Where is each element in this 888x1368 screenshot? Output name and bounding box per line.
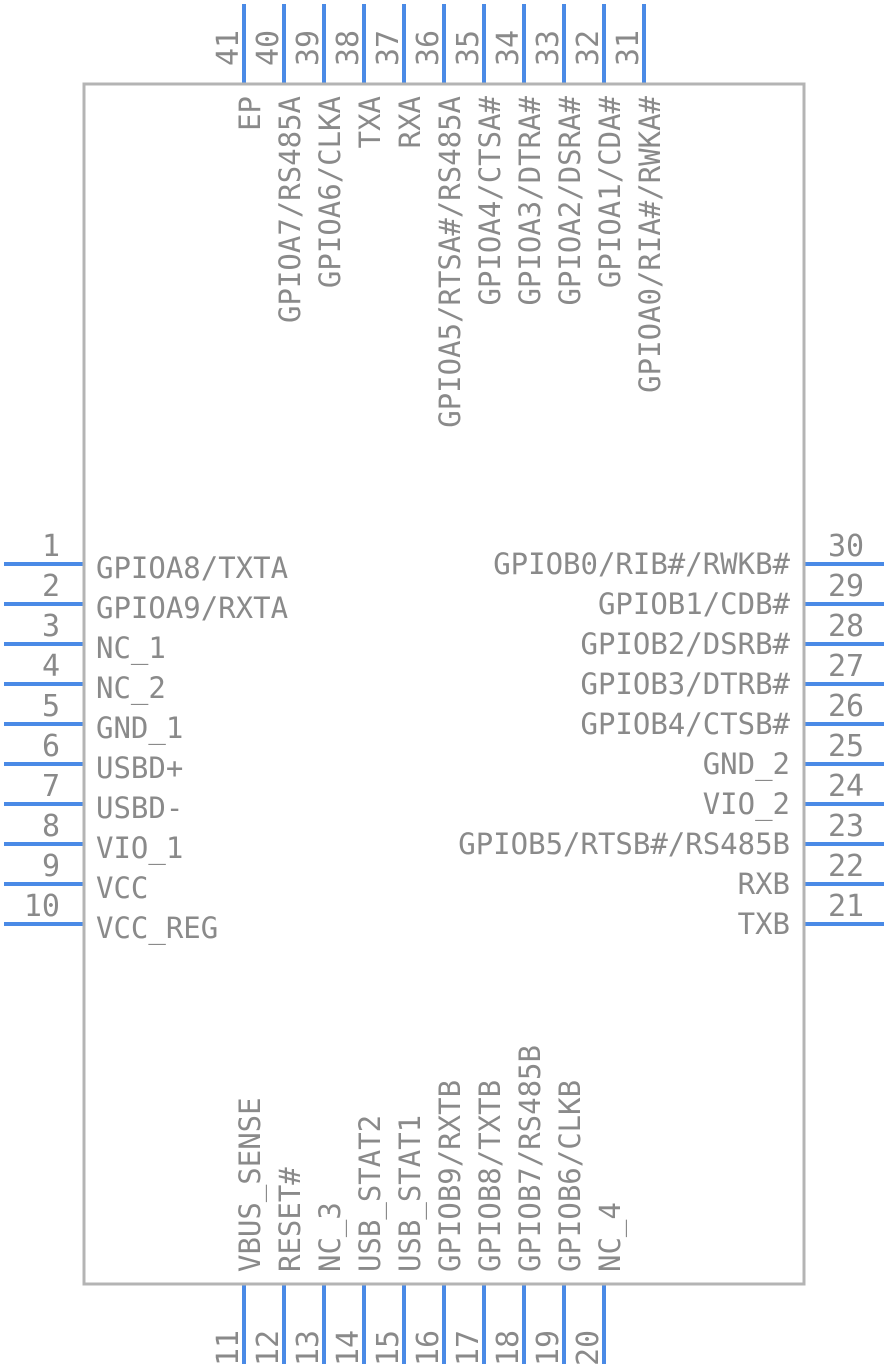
pin-1-number: 1: [42, 529, 60, 564]
pin-11-number: 11: [211, 1330, 246, 1366]
pin-label-gpioa3-dtra: GPIOA3/DTRA#: [513, 95, 547, 305]
pin-label-gpioa8-txta: GPIOA8/TXTA: [96, 551, 288, 585]
pin-30-number: 30: [828, 529, 864, 564]
pin-31-number: 31: [611, 30, 646, 66]
pin-label-gnd-2: GND_2: [703, 747, 790, 782]
pin-label-gpiob6-clkb: GPIOB6/CLKB: [553, 1080, 587, 1272]
pin-40-number: 40: [251, 30, 286, 66]
pin-32-number: 32: [571, 30, 606, 66]
pin-17-number: 17: [451, 1330, 486, 1366]
pin-label-usbd: USBD+: [96, 751, 183, 785]
pin-label-vbus-sense: VBUS_SENSE: [233, 1097, 268, 1272]
pin-9-number: 9: [42, 849, 60, 884]
pin-14-number: 14: [331, 1330, 366, 1366]
pin-19-number: 19: [531, 1330, 566, 1366]
pin-28-number: 28: [828, 609, 864, 644]
pin-16-number: 16: [411, 1330, 446, 1366]
pin-label-nc-3: NC_3: [313, 1202, 348, 1272]
pin-25-number: 25: [828, 729, 864, 764]
pin-33-number: 33: [531, 30, 566, 66]
pin-label-rxb: RXB: [738, 867, 790, 901]
pin-5-number: 5: [42, 689, 60, 724]
pin-2-number: 2: [42, 569, 60, 604]
pin-label-gpioa0-ria-rwka: GPIOA0/RIA#/RWKA#: [633, 95, 667, 392]
pin-label-reset: RESET#: [273, 1167, 307, 1272]
pin-36-number: 36: [411, 30, 446, 66]
pin-label-gpioa4-ctsa: GPIOA4/CTSA#: [473, 95, 507, 305]
pin-27-number: 27: [828, 649, 864, 684]
component-body: [82, 82, 806, 1286]
pin-label-gpiob3-dtrb: GPIOB3/DTRB#: [580, 667, 790, 701]
pin-4-number: 4: [42, 649, 60, 684]
pin-26-number: 26: [828, 689, 864, 724]
pin-label-gpioa7-rs485a: GPIOA7/RS485A: [273, 96, 307, 323]
pin-label-gpiob0-rib-rwkb: GPIOB0/RIB#/RWKB#: [493, 547, 790, 581]
pin-label-gpiob9-rxtb: GPIOB9/RXTB: [433, 1080, 467, 1272]
pin-label-txa: TXA: [353, 96, 387, 148]
pin-label-gpioa6-clka: GPIOA6/CLKA: [313, 96, 347, 288]
pin-10-number: 10: [24, 889, 60, 924]
pin-24-number: 24: [828, 769, 864, 804]
pin-35-number: 35: [451, 30, 486, 66]
pin-label-gnd-1: GND_1: [96, 711, 183, 746]
pin-label-vcc-reg: VCC_REG: [96, 911, 218, 946]
pin-37-number: 37: [371, 30, 406, 66]
pin-23-number: 23: [828, 809, 864, 844]
pin-label-usbd: USBD-: [96, 791, 183, 825]
pin-label-rxa: RXA: [393, 96, 427, 148]
pin-label-gpioa1-cda: GPIOA1/CDA#: [593, 95, 627, 288]
pin-label-gpioa5-rtsa-rs485a: GPIOA5/RTSA#/RS485A: [433, 96, 467, 428]
pin-label-usb-stat1: USB_STAT1: [393, 1115, 428, 1272]
pin-12-number: 12: [251, 1330, 286, 1366]
pin-29-number: 29: [828, 569, 864, 604]
pin-label-gpiob7-rs485b: GPIOB7/RS485B: [513, 1045, 547, 1272]
pin-label-nc-4: NC_4: [593, 1202, 628, 1272]
pin-label-vcc: VCC: [96, 871, 148, 905]
pin-20-number: 20: [571, 1330, 606, 1366]
pin-label-gpioa2-dsra: GPIOA2/DSRA#: [553, 95, 587, 305]
pin-label-usb-stat2: USB_STAT2: [353, 1115, 388, 1272]
pin-label-gpiob8-txtb: GPIOB8/TXTB: [473, 1080, 507, 1272]
pin-label-txb: TXB: [738, 907, 790, 941]
pin-39-number: 39: [291, 30, 326, 66]
pin-label-gpioa9-rxta: GPIOA9/RXTA: [96, 591, 288, 625]
pins-layer: [4, 4, 884, 1364]
pin-label-nc-2: NC_2: [96, 671, 166, 706]
pin-label-vio-2: VIO_2: [703, 787, 790, 822]
pin-label-ep: EP: [233, 96, 267, 131]
pin-label-gpiob2-dsrb: GPIOB2/DSRB#: [580, 627, 790, 661]
pin-6-number: 6: [42, 729, 60, 764]
pin-18-number: 18: [491, 1330, 526, 1366]
pin-label-gpiob5-rtsb-rs485b: GPIOB5/RTSB#/RS485B: [458, 827, 790, 861]
pin-21-number: 21: [828, 889, 864, 924]
pin-label-vio-1: VIO_1: [96, 831, 183, 866]
pin-38-number: 38: [331, 30, 366, 66]
pin-22-number: 22: [828, 849, 864, 884]
pin-label-gpiob4-ctsb: GPIOB4/CTSB#: [580, 707, 790, 741]
pin-label-gpiob1-cdb: GPIOB1/CDB#: [598, 587, 791, 621]
pin-15-number: 15: [371, 1330, 406, 1366]
pin-41-number: 41: [211, 30, 246, 66]
pin-label-nc-1: NC_1: [96, 631, 166, 666]
pin-34-number: 34: [491, 30, 526, 66]
pin-13-number: 13: [291, 1330, 326, 1366]
pin-7-number: 7: [42, 769, 60, 804]
pin-8-number: 8: [42, 809, 60, 844]
pin-3-number: 3: [42, 609, 60, 644]
